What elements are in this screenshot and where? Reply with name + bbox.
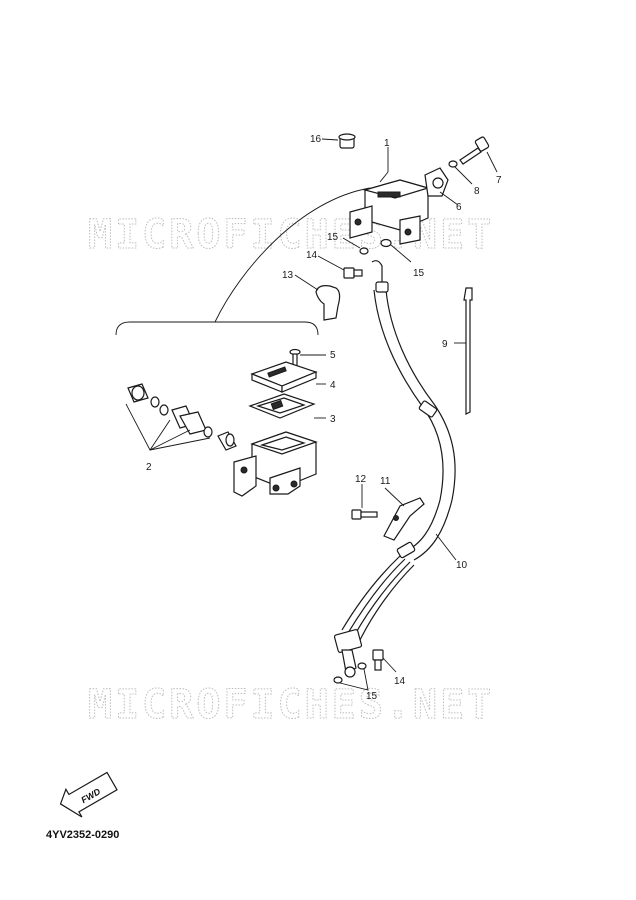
leader-15c <box>339 668 369 691</box>
callout-15c: 15 <box>366 691 378 702</box>
leader-15a <box>342 237 361 249</box>
part-9-cable-tie[interactable] <box>463 287 473 415</box>
callout-12: 12 <box>355 474 367 485</box>
callout-15a: 15 <box>327 232 339 243</box>
part-11-hose-holder[interactable] <box>383 497 425 541</box>
callout-15b: 15 <box>413 268 425 279</box>
part-15-washer-b[interactable] <box>380 238 392 248</box>
part-12-bolt[interactable] <box>351 509 378 520</box>
callout-13: 13 <box>282 270 294 281</box>
leader-8 <box>454 166 473 185</box>
watermark-top: MICROFICHES.NET <box>88 212 494 258</box>
callout-1: 1 <box>384 138 390 149</box>
callout-6: 6 <box>456 202 462 213</box>
callout-4: 4 <box>330 380 336 391</box>
part-16-cap[interactable] <box>338 133 356 149</box>
part-2-piston-kit[interactable] <box>127 383 237 451</box>
leader-16 <box>321 138 339 141</box>
callout-16: 16 <box>310 134 322 145</box>
leader-15b <box>390 244 412 263</box>
part-14-union-bolt-top[interactable] <box>343 267 363 279</box>
callout-10: 10 <box>456 560 468 571</box>
callout-11: 11 <box>380 476 391 487</box>
leader-6 <box>439 191 459 206</box>
part-3-diaphragm[interactable] <box>248 393 316 419</box>
part-8-washer[interactable] <box>448 160 458 168</box>
leader-14b <box>382 657 397 673</box>
part-6-holder-clamp[interactable] <box>424 167 449 197</box>
part-7-bolt[interactable] <box>459 136 490 165</box>
callout-8: 8 <box>474 186 480 197</box>
leader-7 <box>486 151 498 173</box>
watermark-bottom: MICROFICHES.NET <box>88 682 494 728</box>
callout-9: 9 <box>442 339 448 350</box>
callout-14a: 14 <box>306 250 318 261</box>
callout-3: 3 <box>330 414 336 425</box>
diagram-code: 4YV2352-0290 <box>46 829 119 841</box>
part-10-brake-hose[interactable] <box>333 260 456 678</box>
part-1-master-cylinder[interactable] <box>349 179 431 245</box>
part-13-cover[interactable] <box>315 285 341 321</box>
part-1-master-cylinder-exploded[interactable] <box>233 431 318 497</box>
exploded-view-bracket <box>115 187 371 336</box>
part-15-washers-bottom[interactable] <box>333 662 367 684</box>
part-15-washer-a[interactable] <box>359 247 369 255</box>
callout-2: 2 <box>146 462 152 473</box>
leader-10 <box>435 533 457 561</box>
leader-1 <box>379 147 389 183</box>
leader-13 <box>294 274 319 291</box>
leader-2 <box>125 403 211 451</box>
leader-14a <box>317 255 345 271</box>
fwd-arrow-icon: FWD <box>59 771 118 818</box>
callout-7: 7 <box>496 175 502 186</box>
leader-11 <box>384 487 405 507</box>
callout-5: 5 <box>330 350 336 361</box>
part-4-cover[interactable] <box>250 361 318 393</box>
part-14-union-bolt-bottom[interactable] <box>372 649 384 671</box>
callout-14b: 14 <box>394 676 406 687</box>
